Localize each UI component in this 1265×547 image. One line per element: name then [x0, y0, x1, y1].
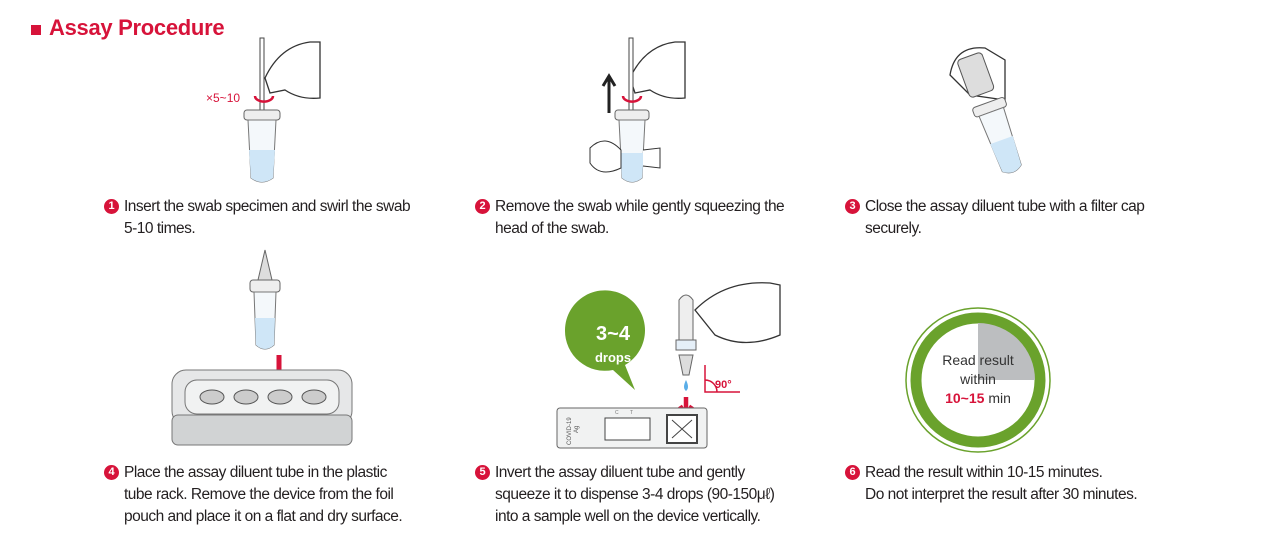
swirl-count-label: ×5~10 [206, 91, 240, 105]
swirl-swab-illustration: ×5~10 [206, 37, 321, 183]
drops-count: 3~4 [596, 323, 631, 345]
title-bullet-icon [31, 24, 41, 35]
timer-illustration: Read result within 10~15 min [905, 307, 1051, 453]
step-number: 4 [104, 465, 119, 480]
step-number: 2 [475, 199, 490, 214]
drops-bubble [564, 290, 645, 390]
timer-time: 10~15 [945, 390, 985, 406]
step-number: 3 [845, 199, 860, 214]
swirl-arrow-icon [253, 95, 275, 103]
remove-swab-illustration [589, 37, 686, 183]
svg-text:C: C [615, 410, 619, 416]
step-number: 5 [475, 465, 490, 480]
up-arrow-icon [601, 73, 617, 113]
result-window [604, 417, 651, 441]
tube-rack-illustration [171, 249, 353, 446]
drop-icon [684, 380, 688, 391]
svg-text:10~15 min: 10~15 min [945, 390, 1011, 406]
step-number: 1 [104, 199, 119, 214]
hand-icon [264, 41, 321, 99]
angle-icon [704, 365, 740, 393]
step-number: 6 [845, 465, 860, 480]
swirl-arrow-icon [621, 95, 643, 103]
page-title: Assay Procedure [31, 15, 225, 41]
svg-text:COVID-19: COVID-19 [567, 417, 573, 445]
hand-icon [694, 282, 781, 344]
timer-line1: Read result [942, 352, 1014, 368]
dispense-drops-illustration: 3~4 drops 90° COVID-19 Ag C T [556, 282, 781, 449]
drops-label: drops [595, 350, 631, 365]
svg-text:Ag: Ag [574, 426, 580, 433]
angle-label: 90° [715, 379, 732, 391]
timer-line2: within [959, 371, 996, 387]
close-cap-illustration [949, 47, 1022, 174]
timer-elapsed-segment [978, 323, 1035, 380]
filter-cap-icon [957, 52, 995, 98]
svg-text:T: T [630, 410, 633, 416]
squeeze-fingers-icon [589, 140, 622, 173]
hand-icon [629, 41, 686, 99]
